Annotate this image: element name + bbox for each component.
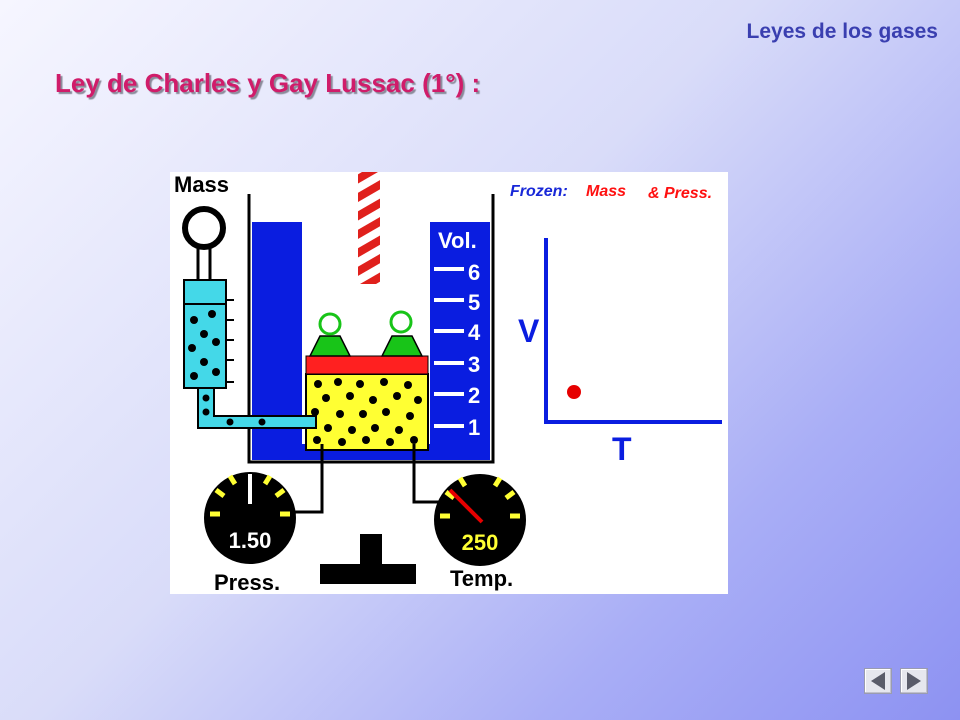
volume-tick-4: 4	[468, 320, 481, 345]
piston-weight-left	[308, 312, 352, 357]
gas-law-animation-figure: Vol. 6 5 4 3 2 1	[170, 172, 728, 594]
frozen-press: & Press.	[648, 185, 712, 202]
triangle-left-icon	[871, 672, 885, 690]
frozen-mass: Mass	[586, 183, 626, 200]
graph-data-point	[567, 385, 581, 399]
graph-x-axis-label: T	[612, 431, 632, 467]
temperature-label: Temp.	[450, 566, 513, 591]
heating-rod	[358, 172, 380, 284]
volume-scale: 6 5 4 3 2 1	[434, 260, 481, 440]
volume-temperature-graph: V T	[518, 238, 722, 467]
pressure-value: 1.50	[229, 528, 272, 553]
mass-scale-ticks	[226, 299, 234, 383]
mass-piston	[183, 279, 227, 305]
frozen-label: Frozen:	[510, 183, 568, 200]
graph-y-axis-label: V	[518, 313, 540, 349]
volume-tick-2: 2	[468, 383, 480, 408]
pressure-gauge: 1.50	[204, 472, 296, 564]
temperature-gauge: 250	[434, 474, 526, 566]
stand-base	[320, 564, 416, 584]
volume-label: Vol.	[438, 228, 477, 253]
mass-gauge-icon	[182, 206, 226, 250]
slide-topic-header: Leyes de los gases	[746, 20, 938, 43]
connecting-tube	[197, 387, 317, 429]
piston	[305, 355, 429, 375]
container-wall-right	[430, 222, 490, 460]
volume-tick-5: 5	[468, 290, 480, 315]
container-outline	[247, 194, 495, 464]
temperature-value: 250	[462, 530, 499, 555]
slide-title: Ley de Charles y Gay Lussac (1°) :	[55, 68, 481, 98]
pressure-label: Press.	[214, 570, 280, 594]
piston-weight-right	[380, 310, 424, 357]
gas-particles	[311, 378, 422, 446]
mass-label: Mass	[174, 172, 229, 197]
mass-particles	[188, 310, 220, 380]
volume-tick-6: 6	[468, 260, 480, 285]
gas-law-diagram: Vol. 6 5 4 3 2 1	[174, 172, 722, 594]
next-slide-button[interactable]	[900, 668, 928, 694]
triangle-right-icon	[907, 672, 921, 690]
previous-slide-button[interactable]	[864, 668, 892, 694]
volume-tick-1: 1	[468, 415, 480, 440]
volume-tick-3: 3	[468, 352, 480, 377]
temperature-needle	[448, 488, 484, 524]
